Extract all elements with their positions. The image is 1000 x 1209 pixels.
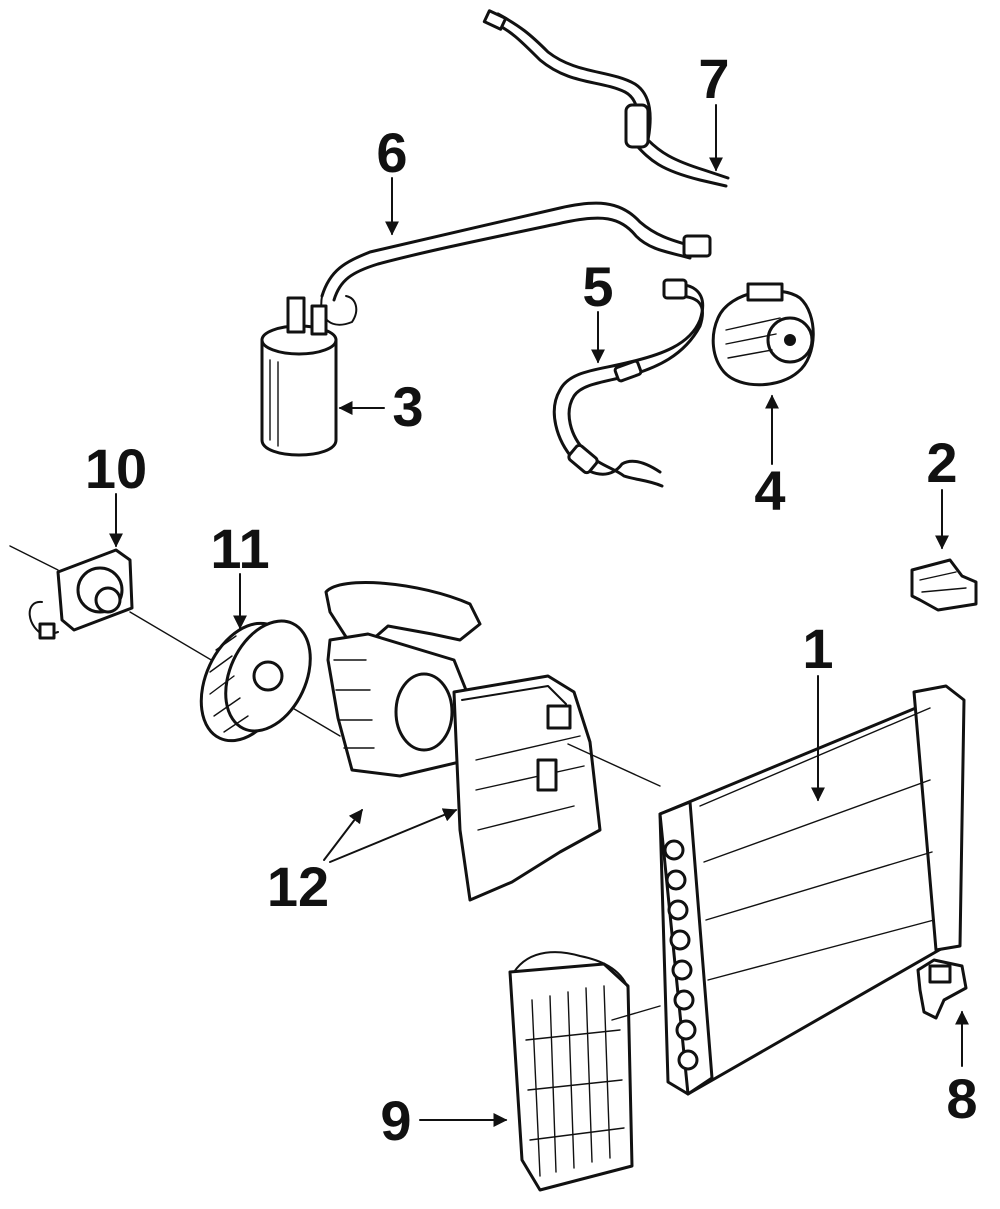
part-5-hose[interactable] [552, 278, 704, 488]
callout-8: 8 [946, 1067, 977, 1130]
part-3-accumulator[interactable] [260, 296, 338, 457]
callout-9: 9 [380, 1089, 411, 1152]
part-12-blower-case[interactable] [324, 581, 602, 902]
part-7-hose[interactable] [482, 9, 730, 188]
arrow-12b [329, 808, 458, 863]
part-9-heater-core[interactable] [508, 951, 661, 1192]
part-1-evaporator-core[interactable] [567, 684, 966, 1096]
part-6-hose[interactable] [320, 201, 712, 326]
callout-1: 1 [802, 617, 833, 680]
callout-12: 12 [267, 855, 329, 918]
callout-10: 10 [85, 437, 147, 500]
leader-arrows [109, 104, 969, 1127]
part-2-bracket[interactable] [910, 558, 978, 612]
part-8-clip[interactable] [916, 958, 968, 1020]
callout-6: 6 [376, 121, 407, 184]
part-11-blower-wheel[interactable] [184, 607, 327, 755]
arrow-12a [323, 808, 363, 861]
callout-5: 5 [582, 255, 613, 318]
callout-2: 2 [926, 431, 957, 494]
part-10-blower-motor[interactable] [9, 545, 341, 737]
callout-11: 11 [210, 517, 269, 580]
callout-3: 3 [392, 375, 423, 438]
callout-labels: 1 2 3 4 5 6 7 8 9 10 11 12 [85, 47, 978, 1152]
callout-7: 7 [698, 47, 729, 110]
part-4-compressor[interactable] [711, 282, 815, 387]
core-tube-ends [663, 839, 699, 1071]
callout-4: 4 [754, 459, 785, 522]
